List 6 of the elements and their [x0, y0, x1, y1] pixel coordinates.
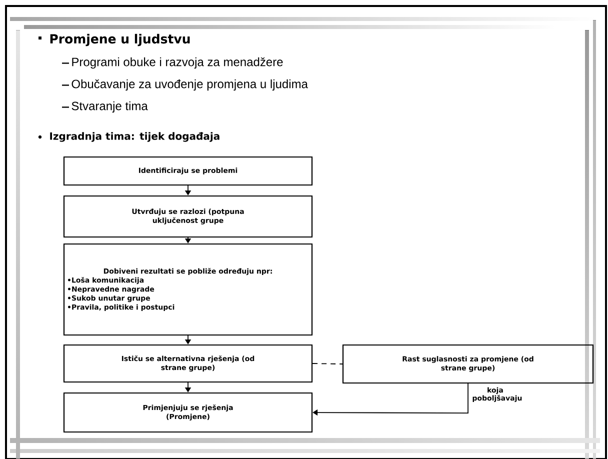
- arrow: [312, 383, 468, 416]
- list-item-text: Programi obuke i razvoja za menadžere: [72, 57, 283, 69]
- heading: Promjene u ljudstvu: [50, 34, 190, 46]
- list-item-text: Obučavanje za uvođenje promjena u ljudima: [72, 79, 308, 91]
- list-item-text: Stvaranje tima: [72, 101, 148, 113]
- subheading: Izgradnja tima: tijek događaja: [50, 132, 220, 142]
